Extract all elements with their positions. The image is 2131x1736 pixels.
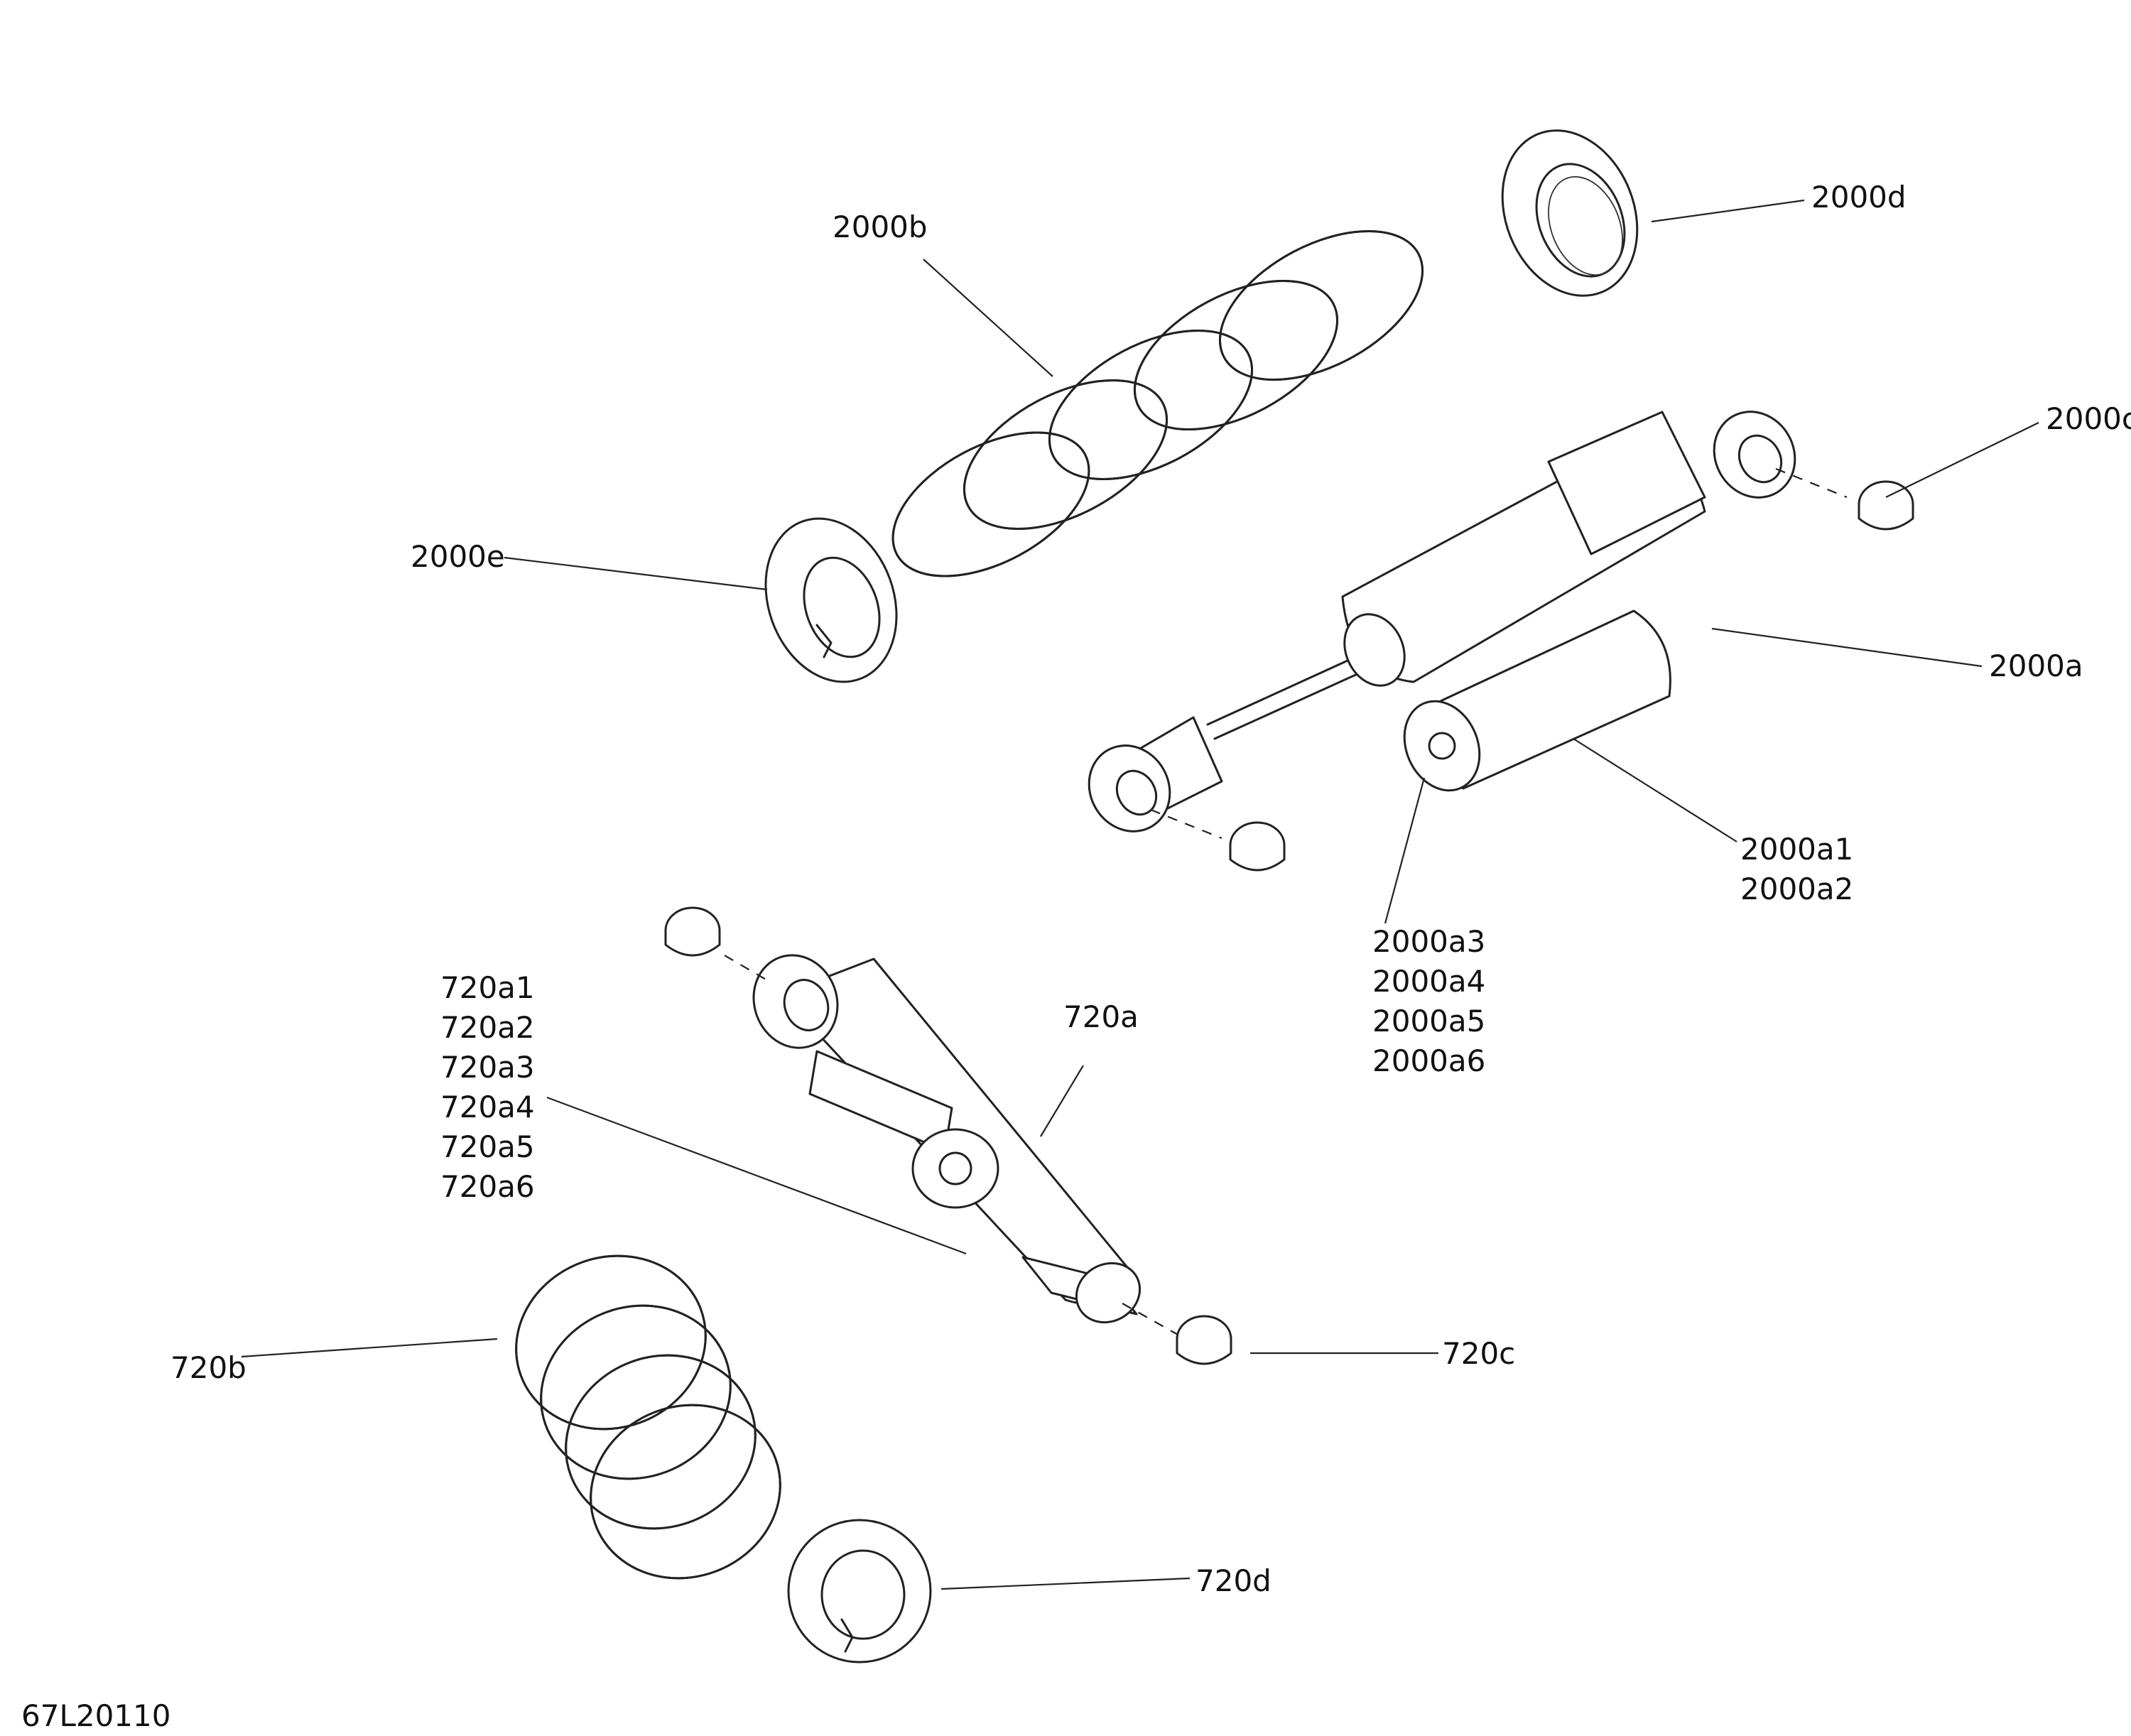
part-2000c-bushing: [1775, 467, 1914, 531]
label-2000c: 2000c: [2046, 401, 2131, 436]
leader-720b: [241, 1338, 498, 1358]
label-720b: 720b: [170, 1350, 246, 1385]
leader-2000e: [504, 556, 768, 591]
label-2000b: 2000b: [833, 210, 928, 244]
label-2000a4: 2000a4: [1372, 964, 1485, 999]
label-2000a6: 2000a6: [1372, 1043, 1485, 1078]
leader-2000a1: [1573, 738, 1737, 842]
part-2000b-spring: [891, 229, 1424, 577]
label-720a4: 720a4: [440, 1090, 535, 1124]
leader-2000a: [1711, 627, 1983, 668]
leader-720a1: [546, 1096, 967, 1255]
part-2000d-retainer: [1501, 129, 1639, 297]
label-720c: 720c: [1442, 1336, 1515, 1371]
part-720a-shock: [752, 954, 1142, 1324]
leader-2000d: [1651, 199, 1805, 223]
part-720c-bushing: [1122, 1303, 1232, 1365]
label-2000d: 2000d: [1811, 180, 1907, 215]
leader-2000b: [923, 259, 1053, 377]
bushing-2000a-lower: [1150, 808, 1286, 872]
label-2000a2: 2000a2: [1740, 872, 1853, 906]
label-720a2: 720a2: [440, 1010, 535, 1045]
leader-2000c: [1885, 422, 2039, 498]
label-720d: 720d: [1195, 1563, 1271, 1598]
bushing-720a-top: [664, 906, 768, 981]
leader-720a: [1040, 1065, 1084, 1137]
label-2000a3: 2000a3: [1372, 924, 1485, 959]
leader-2000a3: [1384, 777, 1426, 924]
figure-code: 67L20110: [21, 1698, 170, 1733]
label-2000a1: 2000a1: [1740, 832, 1853, 867]
part-2000a-shock: [1088, 411, 1796, 832]
label-2000a: 2000a: [1989, 649, 2083, 683]
label-720a1: 720a1: [440, 970, 535, 1005]
label-720a: 720a: [1063, 999, 1139, 1034]
label-720a6: 720a6: [440, 1169, 535, 1204]
leader-720d: [940, 1577, 1191, 1590]
label-720a3: 720a3: [440, 1050, 535, 1085]
label-2000e: 2000e: [411, 539, 505, 574]
part-2000e-collar: [764, 517, 898, 683]
label-2000a5: 2000a5: [1372, 1004, 1485, 1038]
part-720d-collar: [787, 1519, 932, 1664]
label-720a5: 720a5: [440, 1129, 535, 1164]
part-720b-spring: [515, 1254, 781, 1580]
